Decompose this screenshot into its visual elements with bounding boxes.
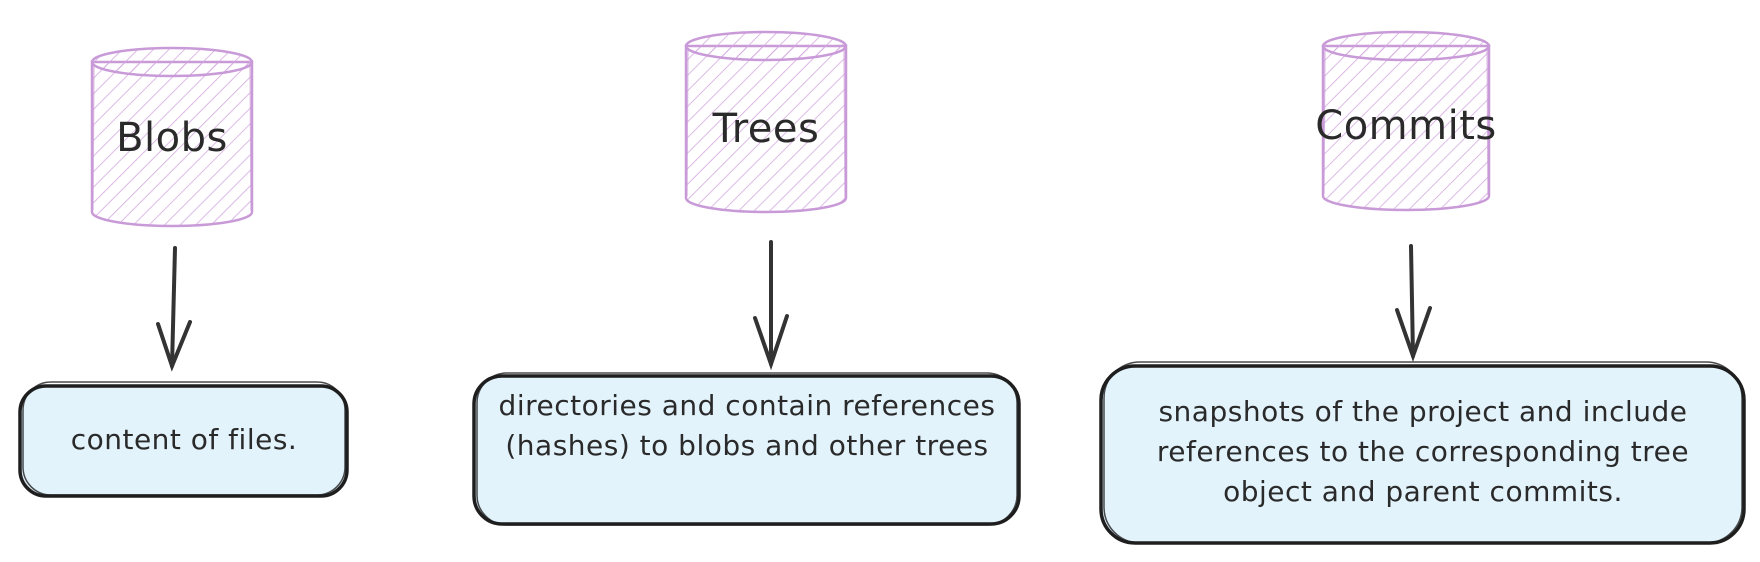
trees-cylinder	[684, 30, 848, 214]
trees-description-box	[472, 372, 1021, 526]
blobs-arrow	[156, 246, 192, 372]
trees-description: directories and contain references (hash…	[498, 389, 996, 462]
blobs-description-box	[18, 381, 349, 498]
trees-title: Trees	[712, 106, 820, 152]
blobs-title: Blobs	[116, 115, 228, 161]
commits-description-box	[1099, 361, 1746, 545]
commits-cylinder	[1321, 30, 1491, 212]
trees-arrow	[753, 240, 789, 371]
commits-title: Commits	[1315, 103, 1497, 149]
commits-arrow	[1395, 244, 1432, 363]
commits-description: snapshots of the project and include ref…	[1156, 395, 1690, 508]
blobs-cylinder	[90, 46, 254, 228]
blobs-description: content of files.	[70, 423, 298, 456]
